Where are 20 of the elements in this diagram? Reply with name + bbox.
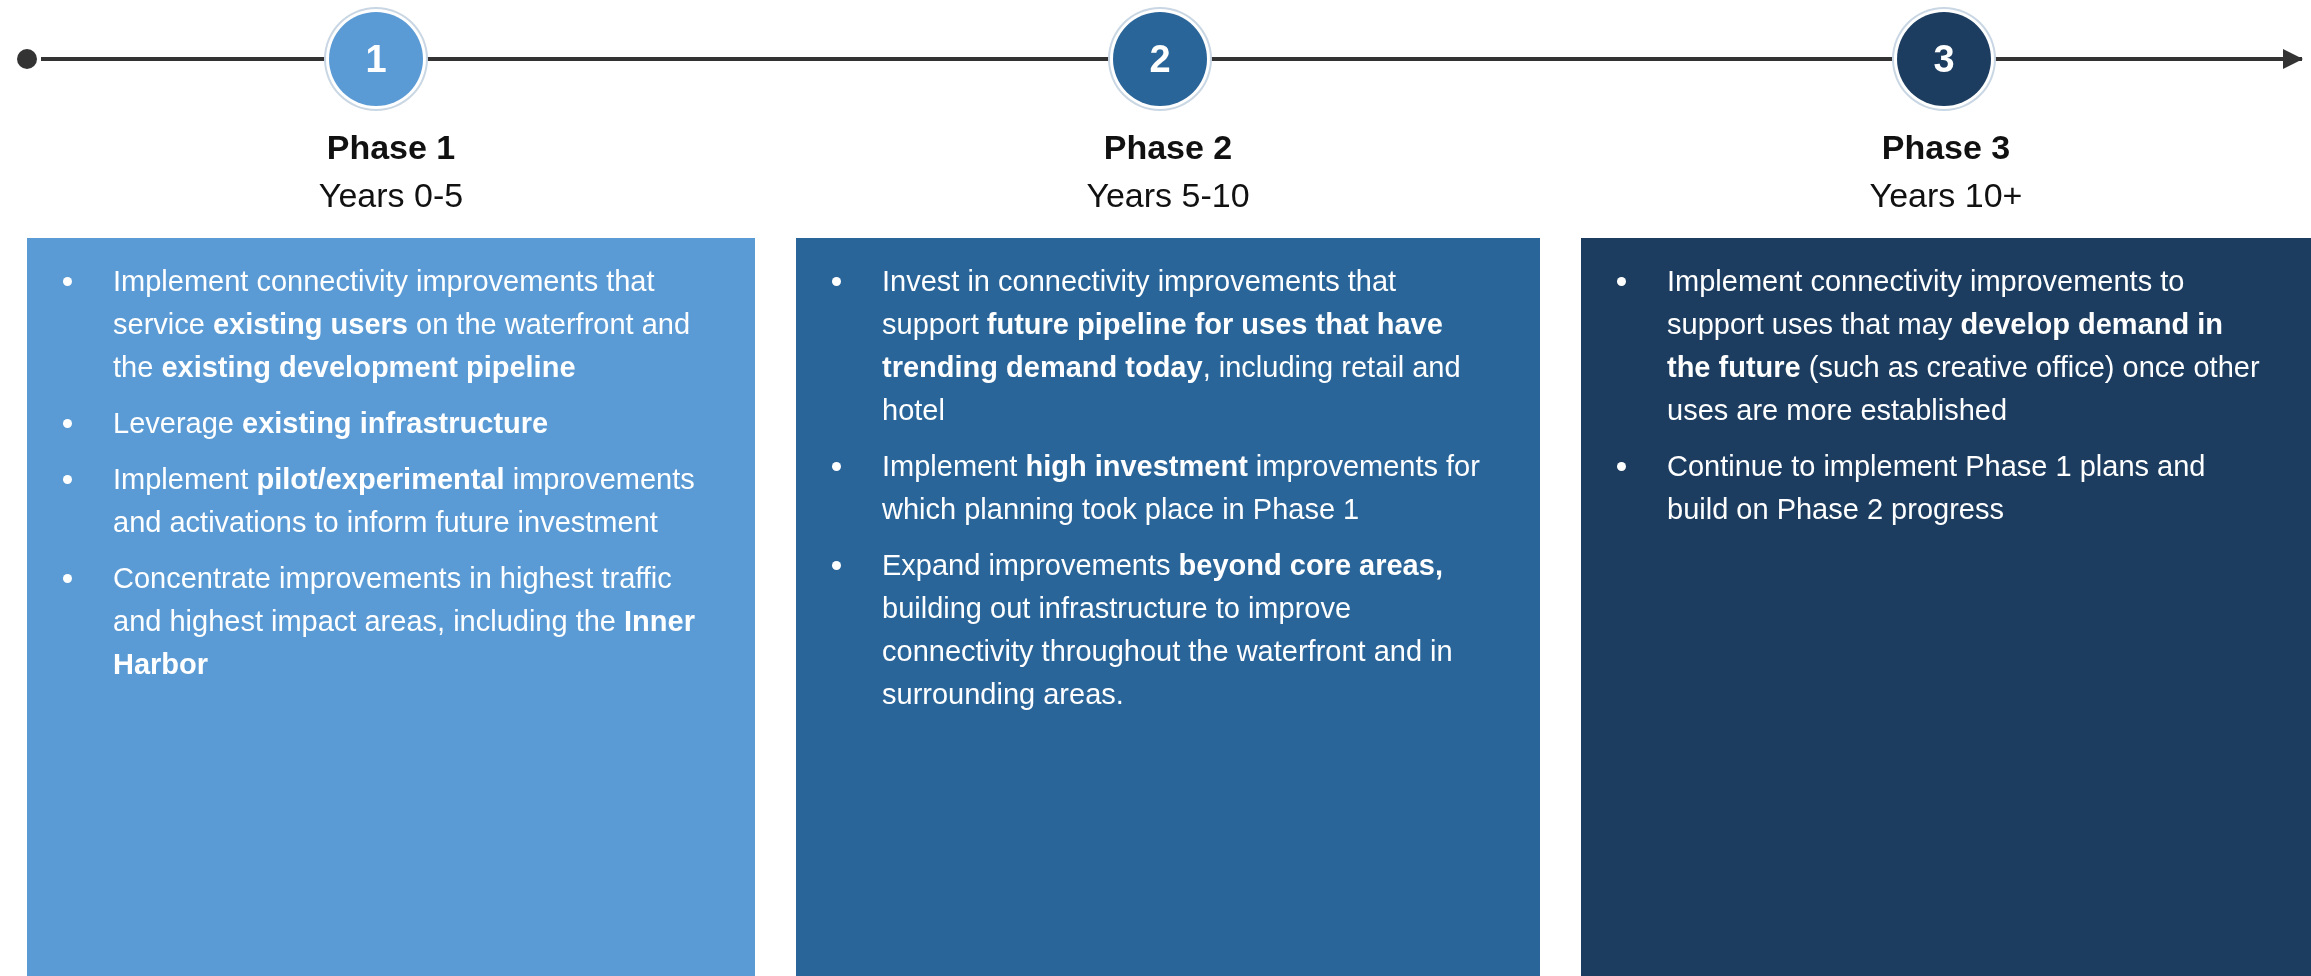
phase-heading: Phase 2 [1102,128,1234,167]
bullet-text: Implement connectivity improvements that service existing users on the waterfront and the existing development pipeline [113,265,691,383]
phase-years: Years 10+ [1868,176,2024,215]
timeline-line [41,57,325,61]
timeline-arrow [1995,49,2303,69]
phase-years: Years 0-5 [317,176,465,215]
start-dot [17,49,37,69]
bullet-text: Implement high investment improvements for which planning took place in Phase 1 [882,450,1480,525]
bullet-text: Implement connectivity improvements to support uses that may develop demand in the future (such as creative office) once other uses are more established [1667,265,2260,426]
bullet-text: Concentrate improvements in highest traffic and highest impact areas, including the Inner Harbor [113,562,695,680]
phase-heading: Phase 3 [1880,128,2012,167]
phase-heading: Phase 1 [325,128,457,167]
bullet-text: Continue to implement Phase 1 plans and build on Phase 2 progress [1667,450,2206,525]
bullet-text: Invest in connectivity improvements that support future pipeline for uses that have trending demand today, including retail and hotel [882,265,1461,426]
bullet-text: Leverage existing infrastructure [113,407,549,439]
phase-years: Years 5-10 [1085,176,1251,215]
timeline-line [1211,57,1893,61]
bullet-text: Implement pilot/experimental improvements and activations to inform future investment [113,463,695,538]
timeline-line [427,57,1109,61]
bullet-text: Expand improvements beyond core areas, building out infrastructure to improve connectivity throughout the waterfront and in surrounding areas. [882,549,1453,710]
